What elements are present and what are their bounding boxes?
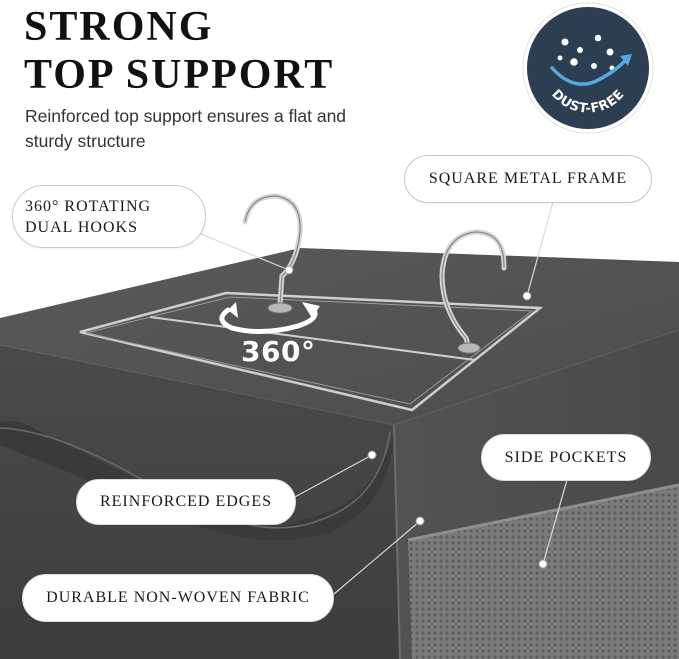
badge-label-ring: DUST-FREE <box>548 87 627 117</box>
headline-line-2: TOP SUPPORT <box>24 52 335 98</box>
badge-label: DUST-FREE <box>548 87 627 117</box>
callout-rotating-hooks: 360° ROTATING DUAL HOOKS <box>12 185 206 248</box>
callout-side-pockets: SIDE POCKETS <box>481 434 651 481</box>
subtitle: Reinforced top support ensures a flat an… <box>25 106 347 151</box>
checkmark-arrow-icon <box>550 58 628 86</box>
organizer-top-panel <box>0 248 679 425</box>
hook-marker-dot <box>284 265 294 275</box>
headline-line-1: STRONG <box>24 4 214 50</box>
fabric-marker-dot <box>415 516 425 526</box>
side-pocket-mesh <box>408 485 679 659</box>
rotation-arrow-icon <box>219 305 318 335</box>
callout-square-frame: SQUARE METAL FRAME <box>404 155 652 203</box>
dust-free-badge <box>522 2 654 134</box>
square-metal-frame <box>79 291 544 412</box>
callout-reinforced-edges: REINFORCED EDGES <box>76 479 296 525</box>
callout-durable-fabric: DURABLE NON-WOVEN FABRIC <box>22 574 334 622</box>
svg-text:DUST-FREE: DUST-FREE <box>548 87 627 117</box>
pocket-binding <box>407 483 679 542</box>
callout-leader-lines <box>195 201 568 595</box>
corner-seam <box>393 424 401 659</box>
frame-marker-dot <box>522 291 532 301</box>
pocket-marker-dot <box>538 559 548 569</box>
dust-particles-icon <box>557 34 615 71</box>
rotation-label: 360° <box>241 335 316 368</box>
edge-marker-dot <box>367 450 377 460</box>
